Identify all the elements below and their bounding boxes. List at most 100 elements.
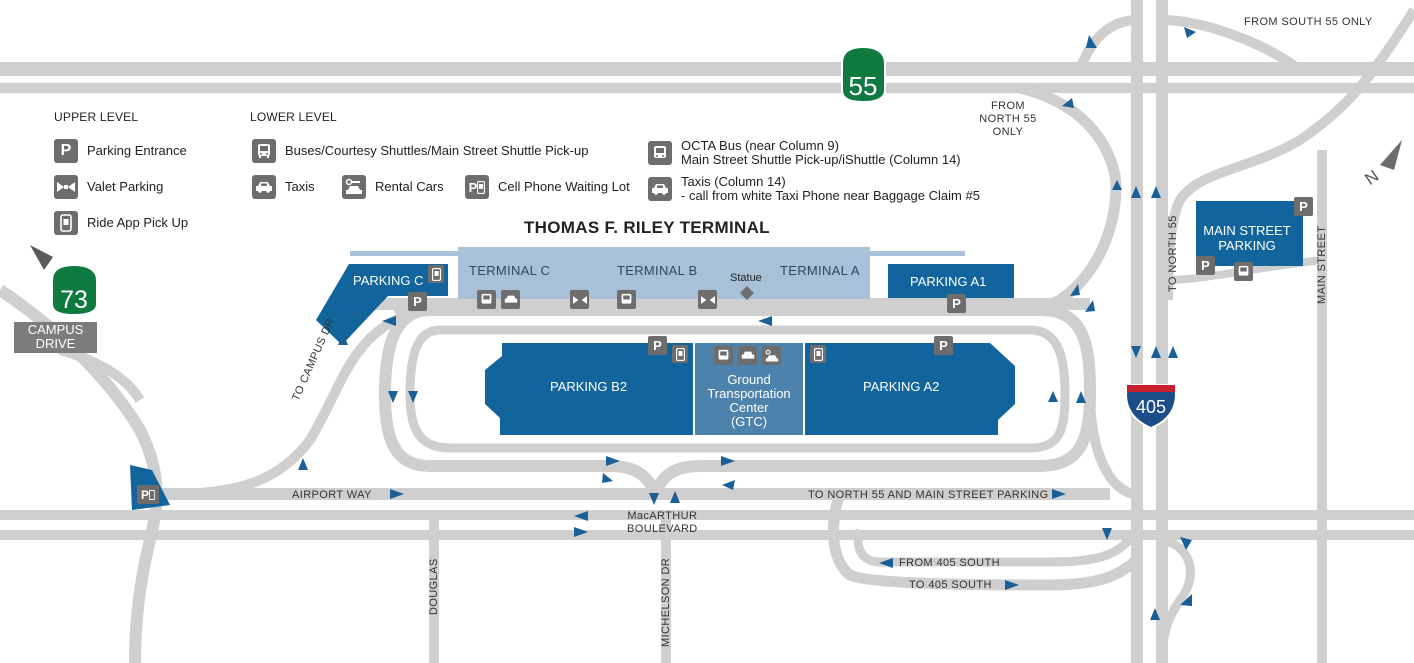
taxi-icon (252, 175, 276, 199)
to-north-55-label: TO NORTH 55 (1167, 215, 1179, 292)
arrow-icon (298, 458, 308, 470)
i405-shield-number: 405 (1136, 397, 1166, 417)
parking-entrance-icon: P (947, 294, 966, 313)
ramp-south-55-top (1161, 15, 1303, 75)
statue-label: Statue (730, 272, 762, 284)
parking-a1-label: PARKING A1 (910, 274, 987, 289)
arrow-icon (602, 473, 613, 483)
from-north-55-line: FROM (991, 100, 1025, 112)
main-street-parking-line: MAIN STREET (1203, 223, 1291, 238)
to-north-55-main-street-label: TO NORTH 55 AND MAIN STREET PARKING (808, 489, 1049, 501)
i405-shield: 405 (1125, 384, 1177, 430)
sr55-shield: 55 (841, 45, 886, 104)
arrow-icon (1168, 346, 1178, 358)
main-street-parking-structure (1196, 201, 1303, 266)
arrow-icon (758, 316, 772, 326)
campus-drive-line: CAMPUS (27, 322, 84, 337)
parking-letter: P (140, 487, 149, 502)
ramp-from-north-55 (999, 82, 1122, 316)
ramp-from-south-55 (1163, 7, 1414, 301)
sr73-shield-number: 73 (60, 286, 88, 314)
arrow-icon (382, 316, 396, 326)
arrow-icon (408, 391, 418, 403)
parking-a2-label: PARKING A2 (863, 379, 940, 394)
valet-icon (570, 290, 589, 309)
bus-icon (1234, 262, 1253, 281)
parking-c-label: PARKING C (353, 273, 424, 288)
cell-phone-lot-icon: P (465, 175, 489, 199)
arrow-icon (1180, 537, 1192, 550)
douglas-label: DOUGLAS (428, 558, 440, 615)
parking-b2-label: PARKING B2 (550, 379, 628, 394)
macarthur-line: MacARTHUR (627, 510, 698, 522)
sr73-shield: 73 (51, 263, 98, 317)
valet-icon (54, 175, 78, 199)
parking-entrance-icon: P (1294, 197, 1313, 216)
legend-taxi-column: Taxis (Column 14)- call from white Taxi … (648, 175, 980, 203)
valet-icon (698, 290, 717, 309)
sr55-shield-number: 55 (849, 71, 878, 101)
taxi-icon (738, 346, 757, 365)
arrow-icon (1151, 186, 1161, 198)
campus-drive-branch (58, 345, 145, 403)
bus-icon (252, 139, 276, 163)
arrow-icon (1180, 594, 1192, 606)
rental-car-icon (342, 175, 366, 199)
gtc-label-line: (GTC) (730, 414, 768, 429)
campus-drive-sign (14, 322, 97, 353)
macarthur-boulevard-label: MacARTHUR BOULEVARD (627, 510, 698, 536)
main-street-parking-label: MAIN STREET PARKING (1196, 223, 1298, 253)
bus-icon (648, 141, 672, 165)
arrow-icon (1112, 180, 1122, 190)
terminal-a-label: TERMINAL A (780, 263, 860, 278)
north-arrow-icon (1380, 140, 1402, 170)
legend-ride-app: Ride App Pick Up (54, 211, 188, 235)
airport-way-label: AIRPORT WAY (292, 489, 372, 501)
bus-icon (714, 346, 733, 365)
legend-valet-parking: Valet Parking (54, 175, 163, 199)
ride-app-phone-icon (54, 211, 78, 235)
campus-drive-label: CAMPUS DRIVE (14, 323, 97, 351)
terminal-c-label: TERMINAL C (469, 263, 551, 278)
parking-icon: P (54, 139, 78, 163)
statue-marker (740, 286, 754, 300)
bus-icon (477, 290, 496, 309)
parking-entrance-icon: P (934, 336, 953, 355)
legend-label: Taxis (285, 179, 315, 194)
parking-a2-structure (805, 343, 1015, 435)
parking-b2-structure (485, 343, 693, 435)
arrow-icon (1151, 346, 1161, 358)
legend-label: Rental Cars (375, 179, 444, 194)
arrow-icon (1005, 580, 1019, 590)
terminal-loop-inner (405, 325, 1070, 453)
main-street-label: MAIN STREET (1316, 225, 1328, 304)
legend-label: Valet Parking (87, 179, 164, 194)
terminal-b-label: TERMINAL B (617, 263, 698, 278)
gtc-label-line: Center (729, 400, 769, 415)
west-direction-marker (30, 245, 53, 270)
arrow-icon (1085, 300, 1095, 312)
ramp-north-55-top (1075, 15, 1138, 72)
main-street-parking-line: PARKING (1218, 238, 1276, 253)
gtc-label-line: Transportation (707, 386, 791, 401)
arrow-icon (649, 493, 659, 505)
ramp-east-cloverleaf (1157, 535, 1195, 663)
arrow-icon (574, 527, 588, 537)
legend-label: Ride App Pick Up (87, 215, 189, 230)
parking-c-structure (316, 264, 448, 345)
ramp-405-south-loop (827, 492, 1141, 591)
legend-parking-entrance: P Parking Entrance (54, 139, 187, 163)
ride-app-phone-icon (810, 345, 826, 363)
from-south-55-label: FROM SOUTH 55 ONLY (1244, 16, 1373, 28)
gtc-label-line: Ground (727, 372, 771, 387)
arrow-icon (1131, 346, 1141, 358)
legend-upper-level-heading: UPPER LEVEL (54, 110, 139, 124)
legend-label: Cell Phone Waiting Lot (498, 179, 630, 194)
arrow-icon (1062, 98, 1074, 108)
arrow-icon (670, 491, 680, 503)
macarthur-line: BOULEVARD (627, 523, 698, 535)
legend-label: Parking Entrance (87, 143, 187, 158)
legend-octa-bus: OCTA Bus (near Column 9)Main Street Shut… (648, 139, 961, 167)
